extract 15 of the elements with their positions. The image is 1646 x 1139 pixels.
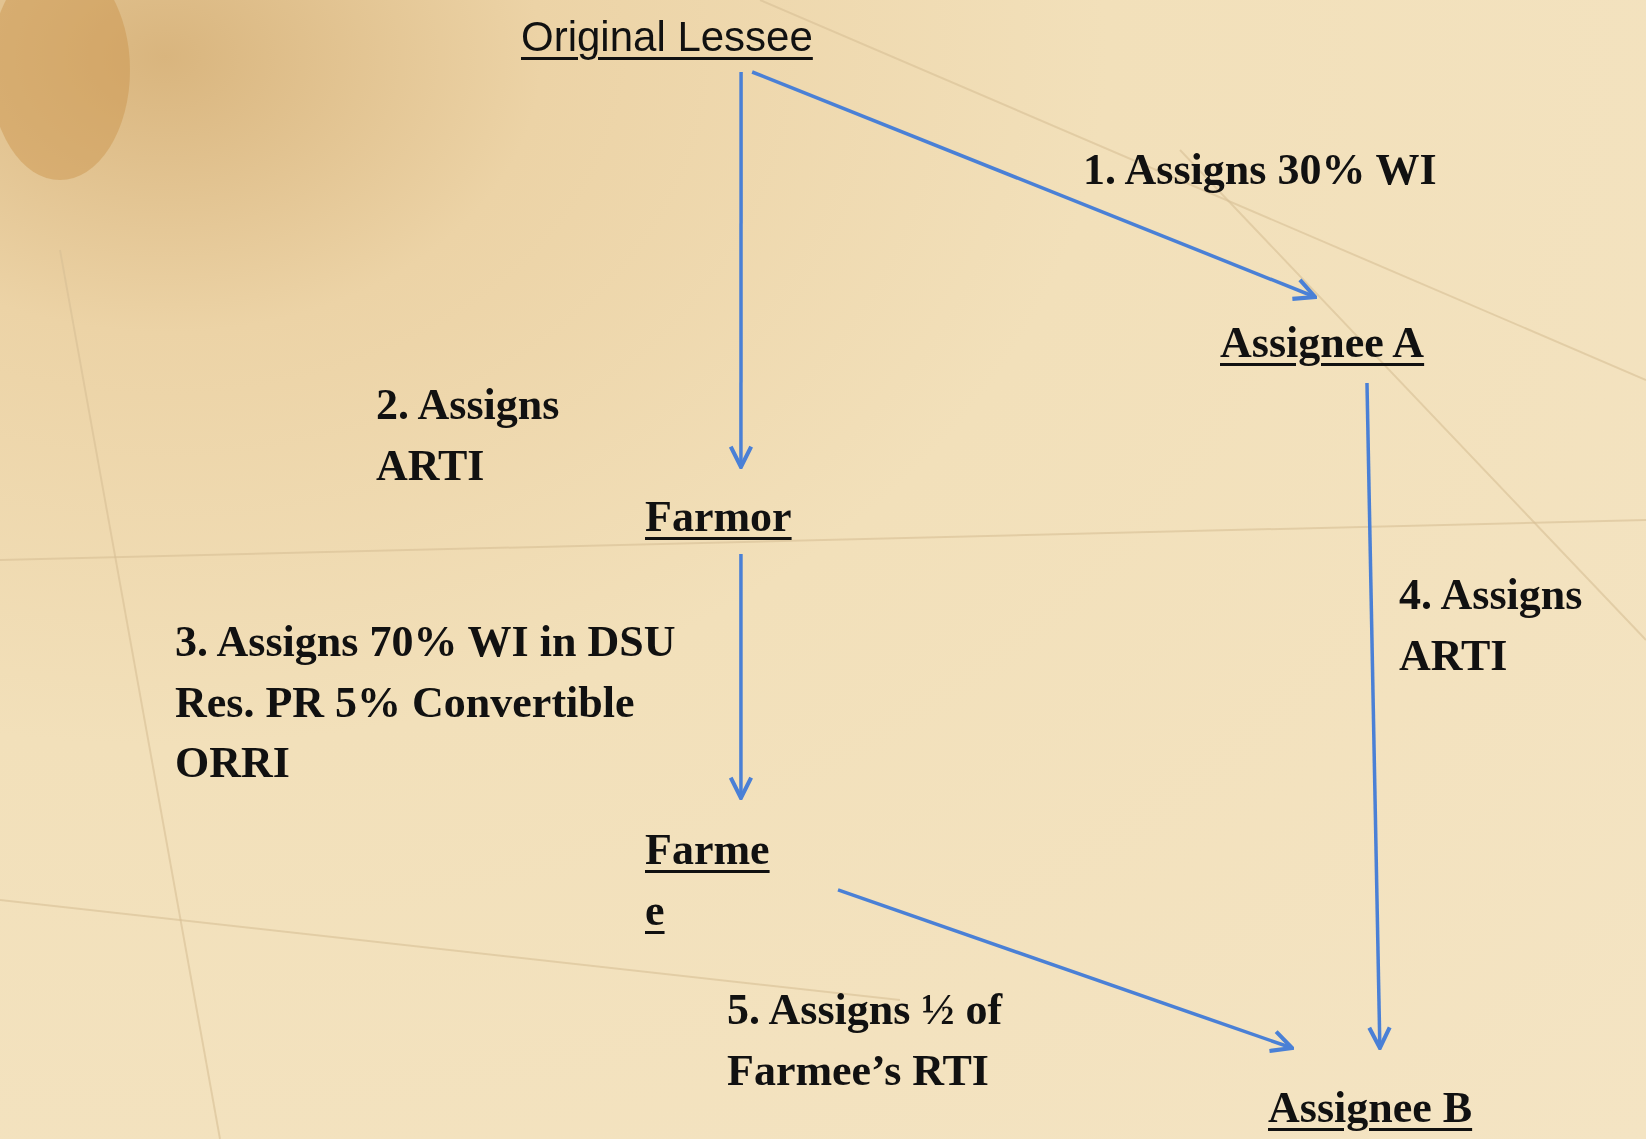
party-label: Farmor — [645, 491, 792, 543]
edge-label: 4. Assigns ARTI — [1399, 569, 1584, 682]
party-label: Farmee — [645, 824, 770, 937]
edge-label: 1. Assigns 30% WI — [1083, 144, 1438, 196]
party-label: Assignee A — [1220, 317, 1425, 369]
party-label: Assignee B — [1268, 1082, 1473, 1134]
arrow — [728, 72, 754, 470]
edge-label: 2. Assigns ARTI — [376, 379, 561, 492]
arrow — [751, 70, 1318, 301]
arrow — [837, 888, 1295, 1053]
party-label: Original Lessee — [521, 12, 813, 62]
arrow — [728, 554, 754, 801]
edge-label: 5. Assigns ½ of Farmee’s RTI — [727, 984, 1004, 1097]
arrow — [1365, 382, 1392, 1051]
edge-label: 3. Assigns 70% WI in DSU Res. PR 5% Convertible ORRI — [175, 616, 677, 790]
